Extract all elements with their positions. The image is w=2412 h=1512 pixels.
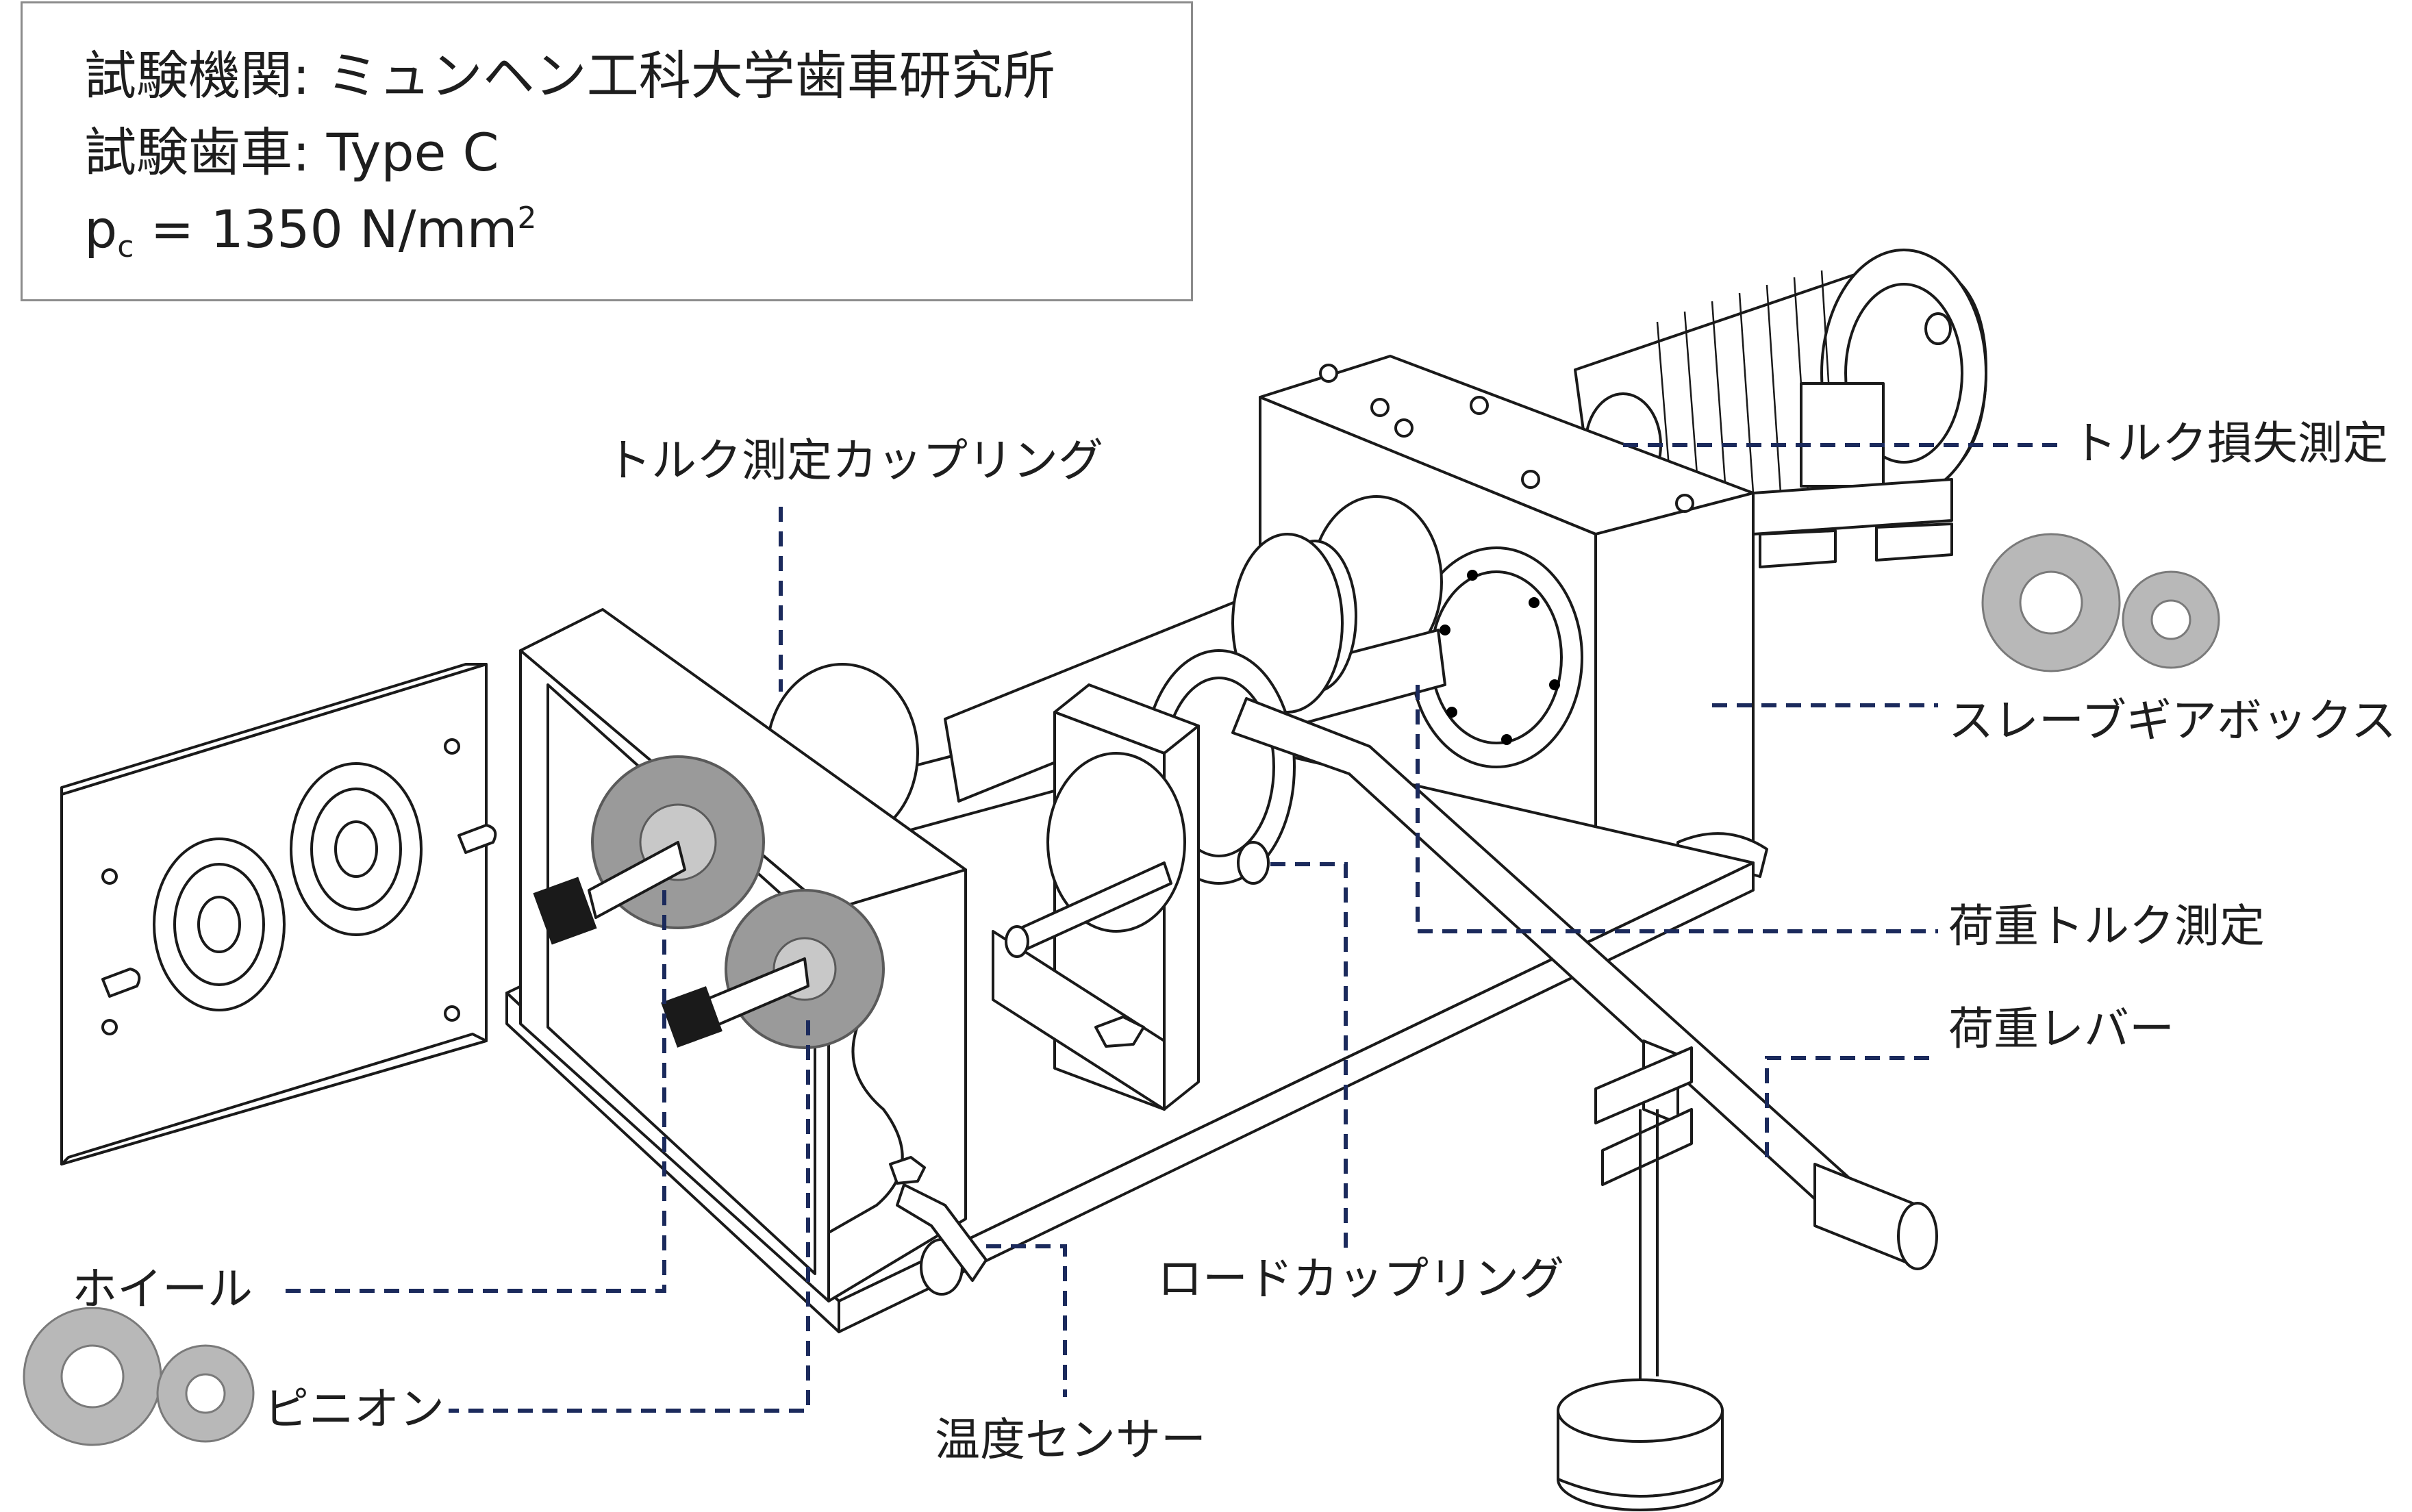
contact-pressure-line: pc = 1350 N/mm2 <box>84 203 537 262</box>
label-torque-coupling: トルク測定カップリング <box>606 434 1103 487</box>
leader-wheel <box>281 890 666 1293</box>
leader-load-torque <box>1416 685 1938 933</box>
label-rod-coupling: ロードカップリング <box>1157 1252 1564 1305</box>
test-gear-icon <box>23 1307 255 1446</box>
label-wheel: ホイール <box>72 1263 253 1315</box>
label-load-lever: 荷重レバー <box>1948 1003 2174 1055</box>
pressure-value: = 1350 N/mm <box>134 199 518 260</box>
test-lab-line: 試験機関: ミュンヘン工科大学歯車研究所 <box>84 45 1055 106</box>
slave-gearbox-gear-icon <box>1981 533 2220 672</box>
label-torque-loss: トルク損失測定 <box>2072 417 2388 470</box>
pressure-symbol: p <box>84 199 118 260</box>
test-gears-illustration <box>533 755 885 1049</box>
pressure-superscript: 2 <box>517 201 537 236</box>
leader-temp-sensor <box>986 1244 1067 1397</box>
label-pinion: ピニオン <box>264 1383 444 1435</box>
label-load-torque: 荷重トルク測定 <box>1948 900 2265 953</box>
leader-rod-coupling <box>1270 862 1348 1250</box>
test-info-box: 試験機関: ミュンヘン工科大学歯車研究所 試験歯車: Type C pc = 1… <box>21 1 1193 301</box>
bearing-pedestal-illustration <box>992 683 1200 1111</box>
load-lever-illustration <box>1231 697 1938 1511</box>
test-gear-line: 試験歯車: Type C <box>84 122 499 183</box>
test-gearbox-illustration <box>519 608 988 1302</box>
pressure-subscript: c <box>117 229 134 264</box>
leader-lines <box>281 443 2061 1413</box>
leader-load-lever <box>1765 1056 1938 1157</box>
gearbox-cover-illustration <box>60 663 497 1166</box>
label-slave-gearbox: スレーブギアボックス <box>1948 694 2397 747</box>
label-temp-sensor: 温度センサー <box>935 1413 1206 1466</box>
leader-pinion <box>449 1020 810 1413</box>
